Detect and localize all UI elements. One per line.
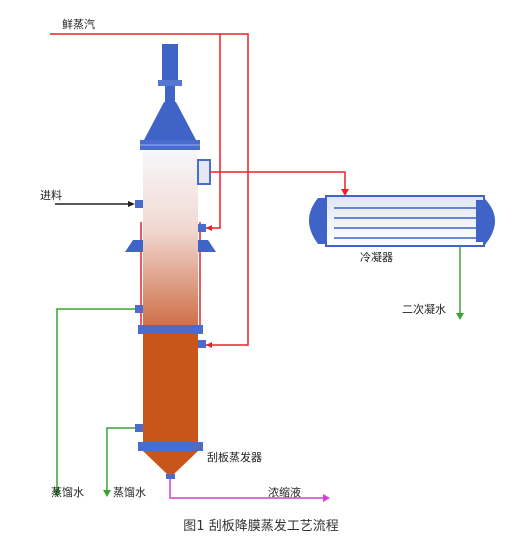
steam-main-header [50,33,249,346]
distilled-water-line-1 [56,308,135,492]
scraped-falling-film-evaporator [125,44,216,479]
vapor-outlet-nozzle [197,159,211,185]
feed-nozzle [135,200,143,208]
bottom-outlet [166,474,175,479]
evaporator-lower-body [143,334,198,442]
support-bracket-left [125,240,143,252]
middle-flange [138,325,203,334]
support-bracket-right [198,240,216,252]
drive-motor-top [162,44,178,84]
bottom-cone [143,451,198,474]
steam-arrow-2 [206,342,212,348]
bottom-flange [138,442,203,451]
label-evaporator: 刮板蒸发器 [207,451,262,464]
drive-motor-flange [158,80,182,86]
distilled-water-arrow-1 [53,490,61,497]
concentrate-line [169,479,325,499]
steam-branch [206,34,221,229]
label-condenser: 冷凝器 [360,251,393,264]
label-concentrate: 浓缩液 [268,486,301,499]
evaporator-upper-body [143,150,198,325]
label-distilled-water-2: 蒸馏水 [113,486,146,499]
distilled-water-line-2 [106,427,135,492]
concentrate-arrow [323,494,330,502]
steam-arrow-1 [206,225,212,231]
feed-arrow [128,201,135,207]
condenser-head-left [309,198,326,244]
figure-caption: 图1 刮板降膜蒸发工艺流程 [183,519,339,534]
secondary-condensate-arrow [456,313,464,320]
condenser-head-right [484,198,495,246]
steam-inlet-nozzle-2 [198,340,206,348]
vapor-arrow [341,189,349,196]
drive-shaft-housing [165,86,175,102]
steam-inlet-nozzle-1 [198,224,206,232]
label-distilled-water-1: 蒸馏水 [51,486,84,499]
vapor-to-condenser-line [210,171,346,192]
condenser [309,195,495,247]
label-secondary-condensate: 二次凝水 [402,303,446,316]
label-feed: 进料 [40,189,62,202]
condenser-inner-head [476,200,484,242]
condensate-nozzle-1 [135,305,143,313]
distilled-water-arrow-2 [103,490,111,497]
condensate-nozzle-2 [135,424,143,432]
label-fresh-steam: 鲜蒸汽 [62,18,95,31]
drive-cone [144,102,196,140]
